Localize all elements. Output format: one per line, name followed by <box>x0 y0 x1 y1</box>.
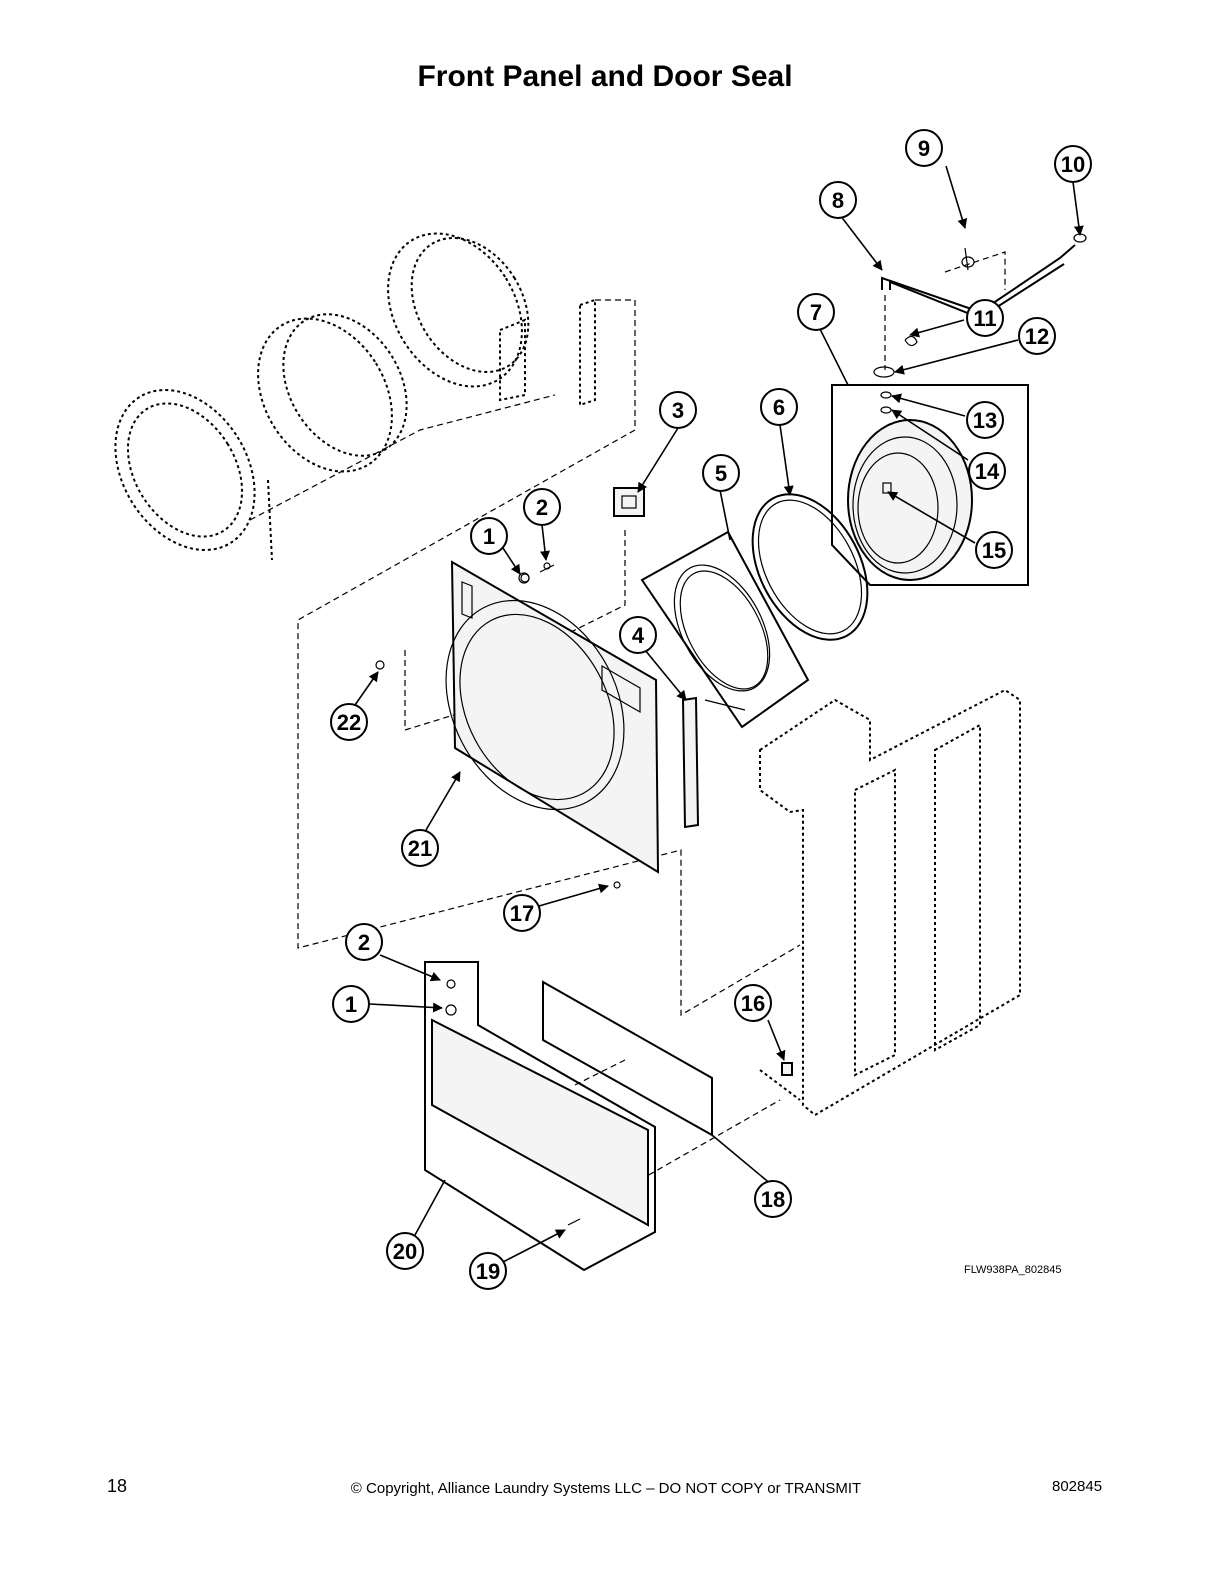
callout-21: 21 <box>401 829 439 867</box>
callout-8: 8 <box>819 181 857 219</box>
clamp-box <box>640 530 810 729</box>
callout-1a: 1 <box>470 517 508 555</box>
callout-15: 15 <box>975 531 1013 569</box>
callout-label: 21 <box>408 836 432 861</box>
callout-label: 6 <box>773 395 785 420</box>
callout-label: 7 <box>810 300 822 325</box>
document-number: 802845 <box>1052 1478 1103 1495</box>
callout-label: 12 <box>1025 324 1049 349</box>
callout-18: 18 <box>754 1180 792 1218</box>
page-title: Front Panel and Door Seal <box>417 60 793 93</box>
callout-label: 5 <box>715 461 727 486</box>
callout-label: 2 <box>536 495 548 520</box>
assembly-dashed-lines <box>249 295 886 1181</box>
callout-17: 17 <box>503 894 541 932</box>
callout-2b: 2 <box>345 923 383 961</box>
door-assembly <box>831 366 1029 586</box>
leader-lines <box>354 165 1084 1263</box>
phantom-drum-assembly <box>114 232 596 561</box>
figure-id: FLW938PA_802845 <box>964 1264 1062 1276</box>
callout-label: 2 <box>358 930 370 955</box>
callout-label: 20 <box>393 1239 417 1264</box>
callout-14: 14 <box>968 452 1006 490</box>
callout-4: 4 <box>619 616 657 654</box>
callout-7: 7 <box>797 293 835 331</box>
callout-12: 12 <box>1018 317 1056 355</box>
hinge-strip <box>681 696 700 829</box>
callout-11: 11 <box>966 299 1004 337</box>
callout-label: 3 <box>672 398 684 423</box>
callout-label: 15 <box>982 538 1006 563</box>
callout-label: 16 <box>741 991 765 1016</box>
callout-label: 11 <box>973 306 996 331</box>
copyright-notice: © Copyright, Alliance Laundry Systems LL… <box>350 1480 862 1497</box>
callout-13: 13 <box>966 401 1004 439</box>
callout-6: 6 <box>760 388 798 426</box>
callout-label: 19 <box>476 1259 500 1284</box>
callout-label: 18 <box>761 1187 785 1212</box>
callout-5: 5 <box>702 454 740 492</box>
callout-label: 22 <box>337 710 361 735</box>
door-latch <box>613 487 645 517</box>
callout-label: 8 <box>832 188 844 213</box>
lower-panel <box>424 961 656 1272</box>
callout-2a: 2 <box>523 488 561 526</box>
phantom-cabinet <box>759 688 1021 1117</box>
callout-16: 16 <box>734 984 772 1022</box>
callout-label: 1 <box>483 524 495 549</box>
callout-10: 10 <box>1054 145 1092 183</box>
callout-22: 22 <box>330 703 368 741</box>
callout-20: 20 <box>386 1232 424 1270</box>
callout-label: 1 <box>345 992 357 1017</box>
callout-19: 19 <box>469 1252 507 1290</box>
page-number: 18 <box>107 1476 128 1496</box>
callout-label: 4 <box>632 623 645 648</box>
callout-1b: 1 <box>332 985 370 1023</box>
door-gasket-ring <box>751 493 869 641</box>
callout-label: 13 <box>973 408 997 433</box>
callout-label: 17 <box>510 901 534 926</box>
small-screws <box>375 564 621 1226</box>
callout-label: 14 <box>975 459 1000 484</box>
callout-3: 3 <box>659 391 697 429</box>
callout-label: 10 <box>1061 152 1085 177</box>
front-panel <box>445 560 660 874</box>
callout-label: 9 <box>918 136 930 161</box>
callout-9: 9 <box>905 129 943 167</box>
